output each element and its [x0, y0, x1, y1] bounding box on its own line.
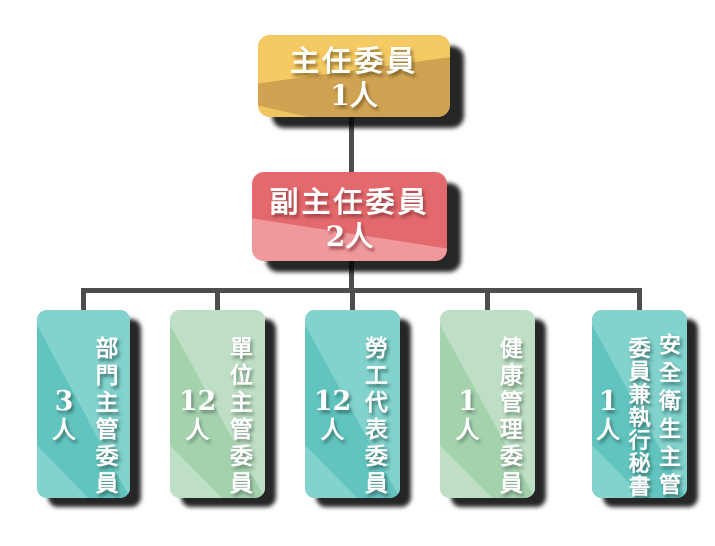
count-number: 12	[178, 386, 217, 418]
org-node-vice-chairman: 副主任委員 2人	[252, 172, 447, 261]
connector-drop-5	[637, 290, 642, 311]
connector-drop-3	[350, 290, 355, 311]
connector-drop-2	[215, 290, 220, 311]
node-title: 主任委員	[289, 44, 418, 78]
count-unit: 人	[596, 415, 621, 444]
org-node-health-management: 健康管理委員 1 人	[440, 310, 535, 498]
node-count: 3 人	[52, 387, 76, 443]
node-count: 12 人	[179, 387, 217, 443]
node-count: 1人	[330, 79, 378, 113]
connector-horizontal-bus	[81, 288, 642, 293]
org-node-chairman: 主任委員 1人	[258, 35, 450, 117]
count-number: 1	[458, 386, 477, 418]
count-unit: 人	[185, 415, 210, 444]
node-title: 單位主管委員	[225, 336, 252, 498]
connector-drop-1	[81, 290, 86, 311]
org-node-labor-representative: 勞工代表委員 12 人	[305, 310, 400, 498]
count-number: 1	[598, 386, 618, 418]
node-count: 1 人	[596, 387, 620, 443]
connector-vice-vertical	[349, 255, 354, 290]
count-number: 1	[330, 79, 350, 112]
count-unit: 人	[51, 415, 76, 444]
org-node-unit-supervisor: 單位主管委員 12 人	[170, 310, 265, 498]
connector-drop-4	[485, 290, 490, 311]
count-unit: 人	[345, 219, 374, 253]
count-number: 2	[325, 219, 346, 253]
node-title: 部門主管委員	[90, 336, 117, 498]
node-title-column-right: 安全衛生主管	[655, 333, 681, 498]
node-count: 1 人	[456, 387, 480, 443]
count-number: 3	[54, 386, 74, 418]
org-node-safety-health-secretary: 安全衛生主管 委員兼執行秘書 1 人	[592, 310, 687, 498]
org-node-department-supervisor: 部門主管委員 3 人	[37, 310, 130, 498]
node-title: 副主任委員	[269, 184, 430, 219]
node-count: 12 人	[314, 387, 352, 443]
count-unit: 人	[455, 415, 480, 444]
count-unit: 人	[320, 415, 345, 444]
count-unit: 人	[349, 79, 378, 112]
node-title: 健康管理委員	[495, 336, 522, 498]
node-title: 勞工代表委員	[360, 336, 387, 498]
node-count: 2人	[326, 220, 374, 254]
node-title-column-left: 委員兼執行秘書	[624, 336, 650, 498]
connector-root-vertical	[349, 110, 354, 174]
count-number: 12	[313, 386, 352, 418]
